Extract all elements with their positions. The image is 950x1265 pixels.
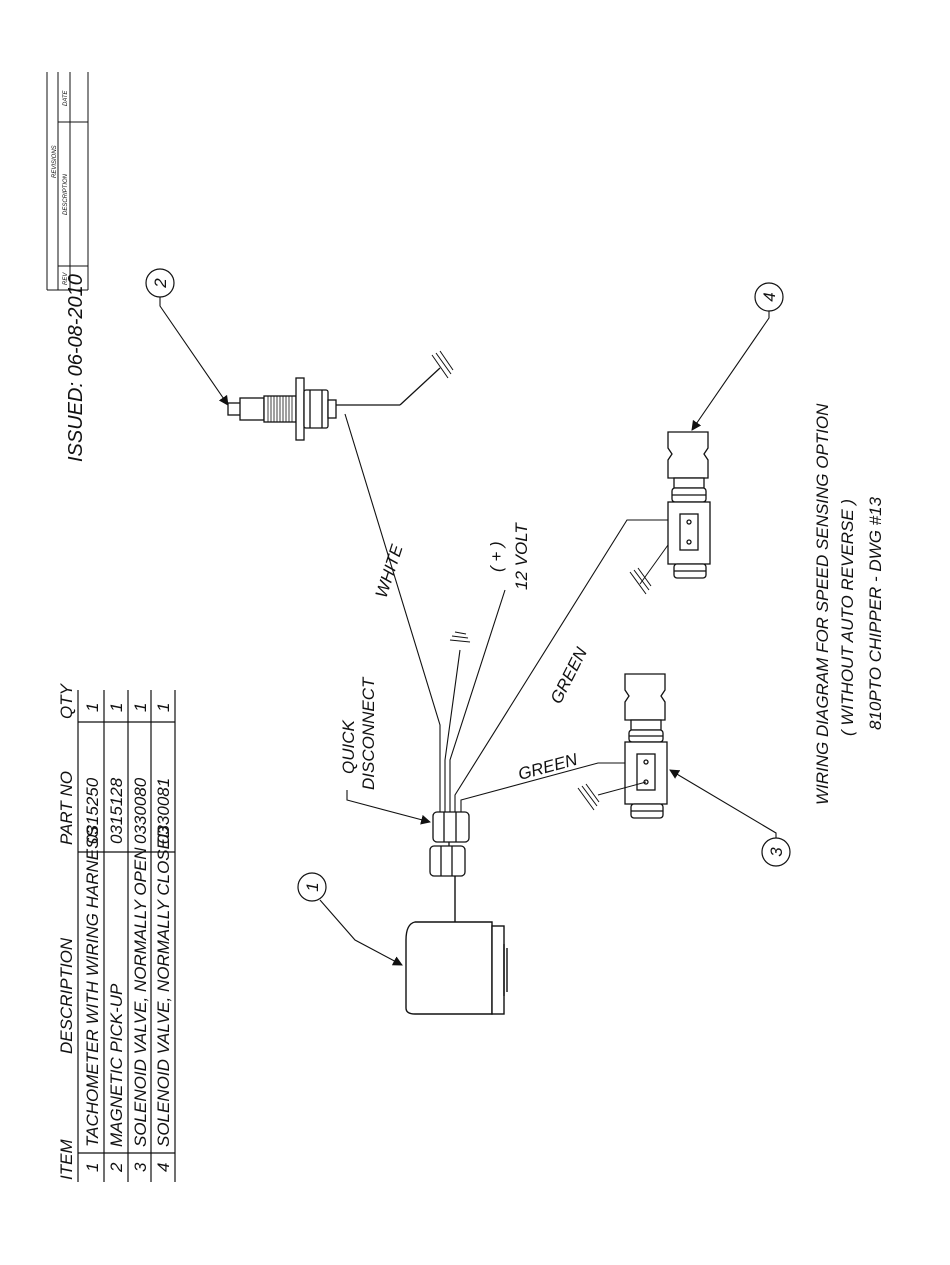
revisions-rev-header: REV (63, 272, 69, 285)
issued-date: ISSUED: 06-08-2010 (65, 274, 87, 462)
bom-row-1: 1 TACHOMETER WITH WIRING HARNESS 0315250… (83, 703, 102, 1172)
label-disconnect: DISCONNECT (359, 676, 378, 790)
wire-harness (344, 413, 668, 812)
quick-disconnect (429, 811, 470, 877)
label-white-wire: WHITE (372, 542, 407, 601)
green-wire-upper (454, 519, 668, 812)
revisions-title: REVISIONS (52, 145, 58, 178)
power-wire (449, 589, 506, 812)
bom-cell-item: 3 (131, 1162, 150, 1172)
bom-header-part-no: PART NO (57, 771, 76, 845)
green-wire-lower (460, 762, 627, 812)
bom-cell-description: TACHOMETER WITH WIRING HARNESS (83, 826, 102, 1147)
title-line-3: 810PTO CHIPPER - DWG #13 (866, 496, 885, 730)
ground-symbol (577, 781, 647, 811)
revisions-date-header: DATE (63, 89, 69, 106)
bom-cell-part-no: 0315128 (107, 777, 126, 844)
bom-cell-qty: 1 (154, 703, 173, 712)
bom-cell-description: SOLENOID VALVE, NORMALLY OPEN (131, 847, 150, 1147)
bom-table (77, 690, 176, 1182)
tachometer (405, 876, 508, 1015)
white-wire (344, 413, 441, 812)
label-green-lower: GREEN (516, 750, 580, 784)
bom-header-qty: QTY (57, 682, 76, 719)
revisions-description-header: DESCRIPTION (63, 173, 69, 215)
solenoid-valve-4 (667, 431, 711, 579)
ground-symbol (431, 350, 454, 379)
label-green-upper: GREEN (547, 644, 592, 707)
bom-header-row: ITEM DESCRIPTION PART NO QTY (57, 682, 76, 1180)
bom-cell-item: 2 (107, 1162, 126, 1173)
callout-1: 1 (297, 872, 403, 966)
bom-cell-description: SOLENOID VALVE, NORMALLY CLOSED (154, 826, 173, 1147)
label-12-volt: 12 VOLT (512, 522, 531, 590)
bom-cell-part-no: 0330080 (131, 777, 150, 844)
bom-cell-qty: 1 (107, 703, 126, 712)
callout-3: 3 (669, 769, 791, 867)
bom-cell-item: 4 (154, 1163, 173, 1172)
bom-header-description: DESCRIPTION (57, 937, 76, 1054)
solenoid-valve-3 (624, 673, 668, 819)
magnetic-pickup (227, 367, 441, 441)
callout-2: 2 (145, 268, 229, 406)
callout-number: 2 (151, 278, 170, 289)
quick-disconnect-leader (346, 790, 431, 825)
bom-row-3: 3 SOLENOID VALVE, NORMALLY OPEN 0330080 … (131, 703, 150, 1172)
bom-cell-qty: 1 (131, 703, 150, 712)
ground-symbol (449, 631, 471, 643)
label-quick: QUICK (339, 720, 358, 775)
bom-cell-qty: 1 (83, 703, 102, 712)
title-line-1: WIRING DIAGRAM FOR SPEED SENSING OPTION (813, 403, 832, 805)
bom-cell-description: MAGNETIC PICK-UP (107, 983, 126, 1147)
label-plus: ( + ) (487, 541, 506, 572)
bom-cell-item: 1 (83, 1163, 102, 1172)
callout-number: 3 (767, 847, 786, 857)
callout-4: 4 (691, 282, 784, 431)
title-block: WIRING DIAGRAM FOR SPEED SENSING OPTION … (813, 403, 885, 805)
ground-symbol (629, 544, 669, 595)
bom-row-4: 4 SOLENOID VALVE, NORMALLY CLOSED 033008… (154, 703, 173, 1172)
callout-number: 1 (303, 882, 322, 891)
title-line-2: ( WITHOUT AUTO REVERSE ) (838, 499, 857, 736)
bom-header-item: ITEM (57, 1139, 76, 1180)
bom-cell-part-no: 0315250 (83, 777, 102, 844)
callout-number: 4 (760, 292, 779, 301)
revisions-block (46, 72, 89, 291)
bom-cell-part-no: 0330081 (154, 778, 173, 844)
bom-row-2: 2 MAGNETIC PICK-UP 0315128 1 (107, 703, 126, 1173)
ground-wire (444, 649, 461, 812)
